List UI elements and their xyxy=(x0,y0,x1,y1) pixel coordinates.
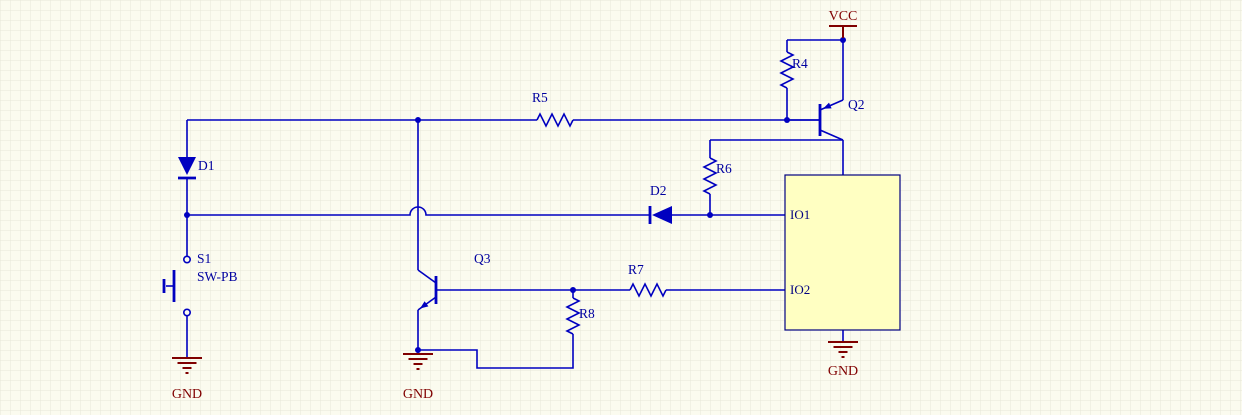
junction-dot xyxy=(784,117,790,123)
gnd-label: GND xyxy=(403,387,433,402)
r7-designator-label: R7 xyxy=(628,262,644,277)
vcc-bar-icon xyxy=(829,25,857,38)
junction-dot xyxy=(707,212,713,218)
r5-designator-label: R5 xyxy=(532,90,548,105)
gnd-label: GND xyxy=(172,387,202,402)
diode-d2[interactable] xyxy=(648,206,672,224)
junction-dot xyxy=(184,212,190,218)
d1-designator-label: D1 xyxy=(198,158,215,173)
diode-d1[interactable] xyxy=(178,157,196,180)
transistor-collector xyxy=(417,269,437,284)
resistor-r6[interactable] xyxy=(702,157,718,195)
gnd-bars-icon xyxy=(403,353,433,370)
q3-designator-label: Q3 xyxy=(474,251,491,266)
junction-dot xyxy=(415,347,421,353)
transistor-collector xyxy=(819,129,844,141)
gnd-bars-icon xyxy=(172,357,202,374)
transistor-q3[interactable] xyxy=(417,269,438,311)
resistor-zigzag xyxy=(779,51,795,89)
resistor-r4[interactable] xyxy=(779,51,795,89)
gnd-power-port-ic[interactable]: GND xyxy=(828,341,858,379)
diode-triangle xyxy=(652,206,672,224)
junction-dot xyxy=(570,287,576,293)
resistor-r5[interactable] xyxy=(536,112,574,128)
wires xyxy=(186,38,844,369)
switch-terminal xyxy=(183,255,192,264)
gnd-power-port-left[interactable]: GND xyxy=(172,357,202,402)
ic-u1[interactable]: IO1 IO2 xyxy=(784,174,901,331)
d2-designator-label: D2 xyxy=(650,183,667,198)
resistor-r7[interactable] xyxy=(629,282,667,298)
s1-designator-label: S1 xyxy=(197,251,211,266)
resistor-r8[interactable] xyxy=(565,297,581,335)
wire[interactable] xyxy=(418,334,574,369)
junction-dot xyxy=(840,37,846,43)
ic-body xyxy=(784,174,901,331)
junction-dot xyxy=(415,117,421,123)
emitter-arrow xyxy=(420,301,429,309)
transistor-q2[interactable] xyxy=(818,99,844,141)
r6-designator-label: R6 xyxy=(716,161,732,176)
vcc-label: VCC xyxy=(829,9,858,24)
emitter-arrow xyxy=(823,102,832,109)
ic-pin-io2-label: IO2 xyxy=(790,282,810,297)
r8-designator-label: R8 xyxy=(579,306,595,321)
ic-pin-io1-label: IO1 xyxy=(790,207,810,222)
diode-triangle xyxy=(178,157,196,175)
resistor-zigzag xyxy=(565,297,581,335)
gnd-bars-icon xyxy=(828,341,858,358)
pushbutton-s1[interactable] xyxy=(162,255,192,317)
resistor-zigzag xyxy=(629,282,667,298)
resistor-zigzag xyxy=(536,112,574,128)
s1-comment-label: SW-PB xyxy=(197,269,238,284)
resistor-zigzag xyxy=(702,157,718,195)
gnd-label: GND xyxy=(828,364,858,379)
r4-designator-label: R4 xyxy=(792,56,808,71)
q2-designator-label: Q2 xyxy=(848,97,865,112)
vcc-power-port[interactable]: VCC xyxy=(829,9,858,38)
junctions xyxy=(184,37,846,353)
switch-terminal xyxy=(183,308,192,317)
gnd-power-port-middle[interactable]: GND xyxy=(403,353,433,402)
